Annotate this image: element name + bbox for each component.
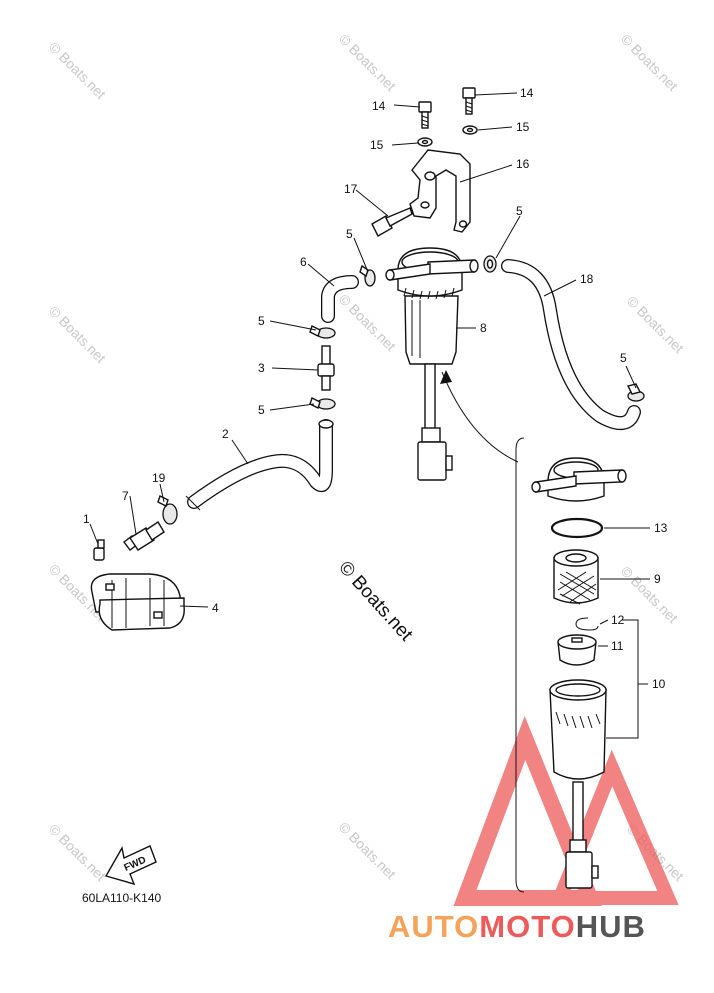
watermark-10: © Boats.net	[336, 819, 399, 882]
cup-10	[549, 679, 607, 889]
callout-10: 10	[652, 677, 666, 691]
watermark-3: © Boats.net	[618, 31, 681, 94]
leader-lines	[89, 92, 650, 739]
fuel-filter-8	[385, 247, 479, 481]
logo-part-hub: HUB	[576, 909, 646, 944]
callout-18: 18	[580, 272, 594, 286]
logo-part-auto: AUTO	[388, 909, 479, 944]
float-11	[557, 634, 597, 666]
detail-bracket	[515, 437, 525, 893]
screw-17	[371, 207, 413, 237]
detail-arrow-head	[440, 370, 452, 384]
callout-5-top-left: 5	[346, 227, 353, 241]
watermark-9: © Boats.net	[46, 821, 109, 884]
watermark-6: © Boats.net	[624, 293, 687, 356]
hose-18	[501, 259, 641, 430]
logo-mark	[453, 716, 679, 906]
watermark-5: © Boats.net	[336, 291, 399, 354]
filter-cap-exploded	[531, 457, 627, 502]
filter-element-9	[553, 549, 599, 605]
hose-6	[321, 275, 359, 323]
callout-8: 8	[480, 321, 487, 335]
callout-17: 17	[344, 182, 358, 196]
clamp-5-b	[309, 397, 336, 410]
washer-15-left-hole	[421, 139, 429, 145]
callout-7: 7	[122, 489, 129, 503]
fwd-arrow-icon: FWD	[104, 845, 157, 886]
callout-14-right: 14	[520, 86, 534, 100]
watermark-4: © Boats.net	[46, 303, 109, 366]
callout-5-mid-a: 5	[258, 314, 265, 328]
callout-12: 12	[611, 613, 625, 627]
callout-5-mid-b: 5	[258, 403, 265, 417]
callout-5-right: 5	[620, 351, 627, 365]
bolt-14-right	[462, 87, 476, 115]
callout-19: 19	[152, 471, 166, 485]
watermark-8: © Boats.net	[618, 563, 681, 626]
bracket-16	[409, 149, 471, 233]
hose-2	[185, 419, 334, 511]
callout-5-top-right: 5	[516, 204, 523, 218]
joint-3	[317, 345, 335, 391]
callout-15-right: 15	[516, 120, 530, 134]
logo-part-moto: MOTO	[479, 909, 575, 944]
detail-arrow-line	[441, 371, 519, 463]
callout-2: 2	[222, 427, 229, 441]
snap-ring-12	[575, 617, 599, 631]
callout-3: 3	[258, 361, 265, 375]
bolt-14-left	[418, 101, 432, 129]
cover-4	[90, 573, 185, 631]
callout-9: 9	[654, 572, 661, 586]
watermark-1: © Boats.net	[46, 39, 109, 102]
callout-1: 1	[83, 512, 90, 526]
plug-1	[93, 539, 105, 561]
callout-labels: 14 14 15 15 16 17 5 5 6 18 8 5 3 5 5 2 1…	[83, 86, 668, 691]
callout-4: 4	[212, 601, 219, 615]
clamp-5-e	[626, 383, 645, 402]
diagram-code: 60LA110-K140	[82, 891, 162, 905]
callout-11: 11	[611, 639, 624, 653]
clamp-5-a	[309, 325, 336, 339]
callout-16: 16	[516, 157, 530, 171]
callout-6: 6	[300, 255, 307, 269]
logo-wordmark: AUTOMOTOHUB	[388, 909, 646, 944]
o-ring-13	[550, 517, 604, 539]
washer-15-right-hole	[466, 127, 474, 133]
clamp-5-c	[359, 264, 376, 287]
callout-13: 13	[654, 521, 668, 535]
callout-14-left: 14	[372, 99, 386, 113]
center-watermark: © Boats.net	[334, 557, 417, 646]
clamp-5-d	[483, 255, 497, 273]
clamp-19	[157, 495, 178, 525]
joint-7	[123, 521, 165, 551]
callout-15-left: 15	[370, 138, 384, 152]
watermark-2: © Boats.net	[336, 31, 399, 94]
